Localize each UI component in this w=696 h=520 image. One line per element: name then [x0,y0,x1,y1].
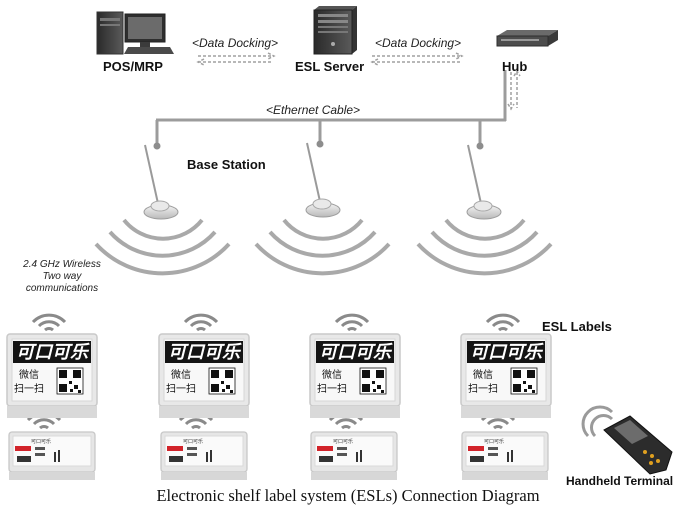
wifi-icons [26,313,521,430]
edge-label-server-hub: <Data Docking> [375,36,462,50]
docking-arrows [196,52,521,111]
esl-server-icon [313,6,357,55]
wireless-line-2: Two way [42,271,82,282]
base-station-3 [416,144,553,276]
small-esl-tags [8,431,549,481]
edge-label-ethernet: <Ethernet Cable> [266,103,361,117]
pos-computer-icon [96,11,174,55]
wireless-note: 2.4 GHz Wireless Two way communications [12,259,112,295]
base-station-1 [94,144,231,276]
hub-icon [496,30,558,47]
diagram-caption: Electronic shelf label system (ESLs) Con… [156,486,540,505]
ethernet-cable [153,70,507,150]
esl-server-label: ESL Server [295,59,365,74]
hub-label: Hub [502,59,528,74]
edge-label-pos-server: <Data Docking> [192,36,279,50]
base-station-label: Base Station [187,157,266,172]
handheld-terminal-label: Handheld Terminal [566,474,674,488]
large-esl-tags [6,333,552,419]
wireless-line-3: communications [25,283,99,294]
base-station-2 [254,142,391,276]
wireless-line-1: 2.4 GHz Wireless [23,259,101,270]
esl-labels-label: ESL Labels [542,319,612,334]
pos-label: POS/MRP [103,59,163,74]
handheld-terminal-icon [581,405,673,475]
